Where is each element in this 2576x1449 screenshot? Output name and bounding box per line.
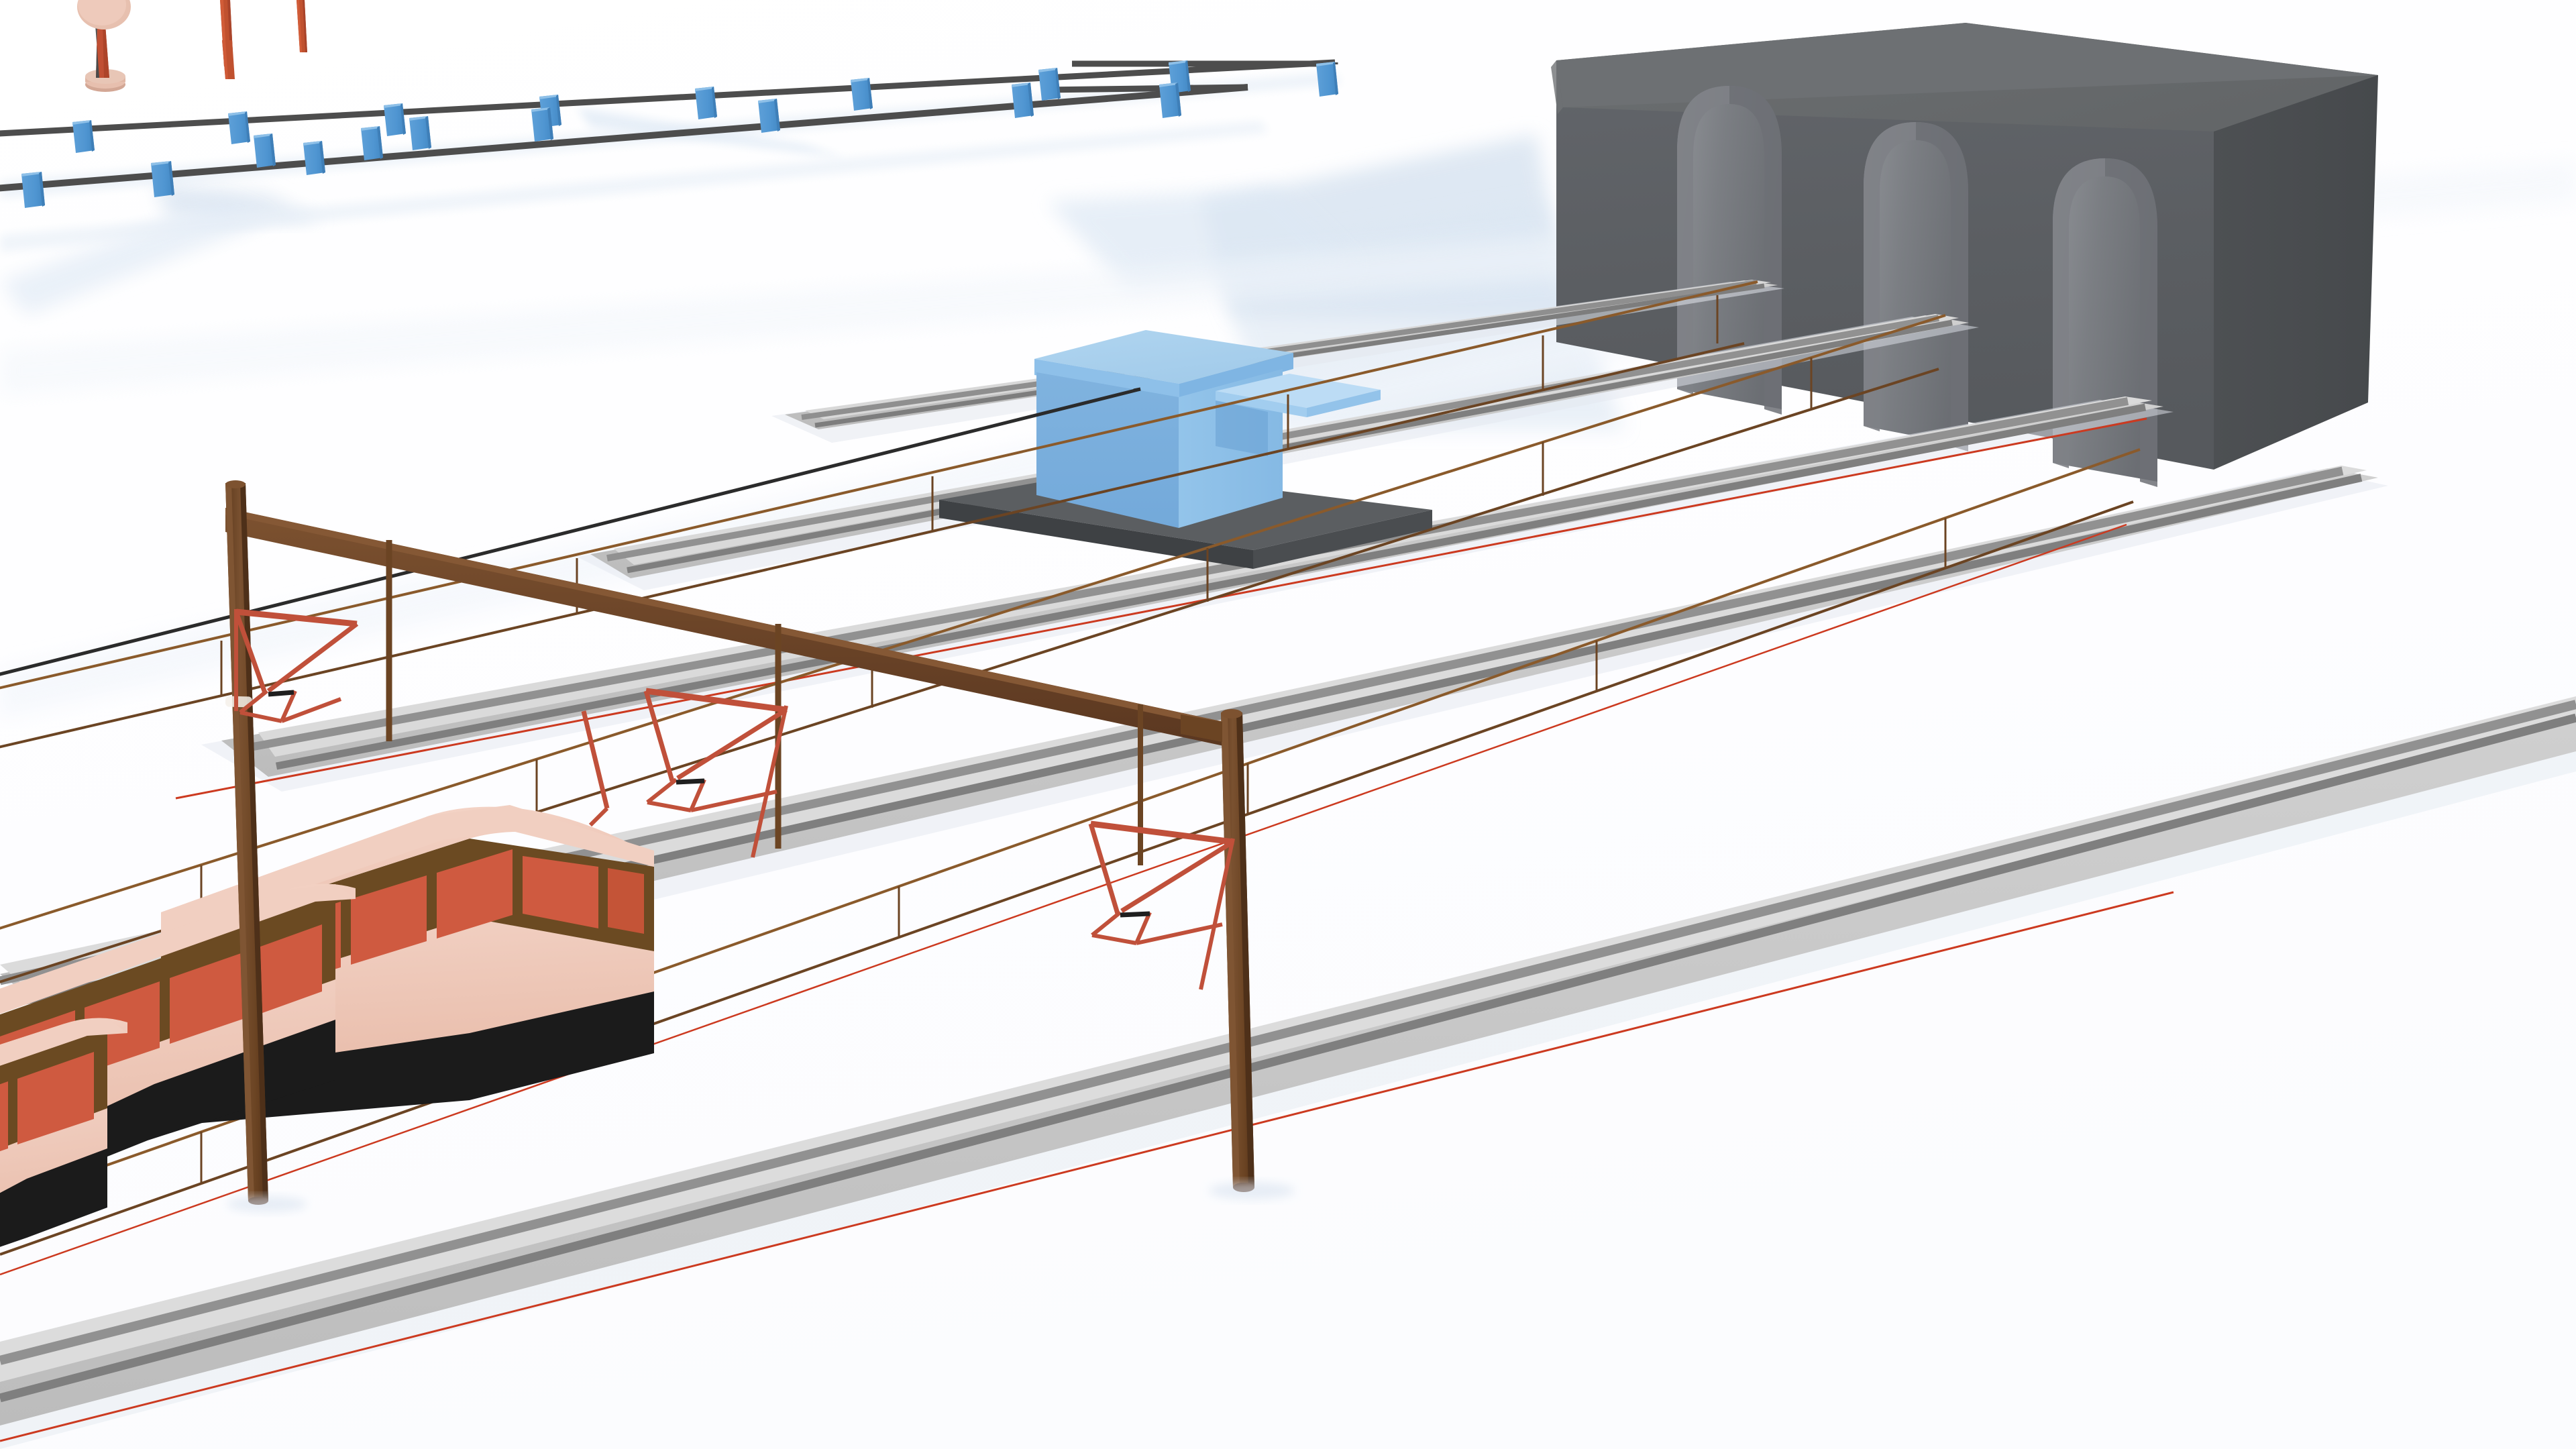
tunnel-portal-building[interactable] xyxy=(1551,23,2378,487)
tunnel-arch xyxy=(1677,86,1782,415)
canopy-underside-shadow xyxy=(1216,400,1268,456)
fence-post[interactable] xyxy=(151,161,174,197)
fence-post[interactable] xyxy=(1159,83,1181,118)
tunnel-corner-bevel xyxy=(1551,60,1563,114)
building-canopy-front xyxy=(1216,391,1307,417)
train-window xyxy=(255,924,322,1016)
train-label: Electric multiple unit train xyxy=(13,99,133,110)
train-roof-top xyxy=(161,805,654,938)
train-window xyxy=(351,875,427,965)
fence-post[interactable] xyxy=(361,126,383,160)
catenary-portal-gantry[interactable] xyxy=(225,480,1254,1205)
mast-insulator xyxy=(225,696,253,708)
train-window xyxy=(170,952,245,1044)
building-roof-edge-side xyxy=(1179,353,1293,400)
building-canopy-side xyxy=(1307,390,1381,417)
fence-rail-back-top xyxy=(0,59,1336,137)
fence-post[interactable] xyxy=(254,133,276,168)
contact-wire-1 xyxy=(0,280,1758,690)
fence-post[interactable] xyxy=(409,116,431,150)
registration-arm-assembly xyxy=(643,688,788,858)
track xyxy=(175,396,2174,800)
platform-side xyxy=(1253,510,1432,569)
train-skirt xyxy=(0,1139,107,1247)
train-window xyxy=(17,1052,94,1144)
mast-shade xyxy=(1236,712,1254,1187)
marker-post-tall[interactable] xyxy=(220,0,235,79)
signal-box-building[interactable] xyxy=(939,330,1432,569)
track xyxy=(0,696,2576,1449)
fence-post[interactable] xyxy=(695,87,717,119)
signal-pole-shade xyxy=(103,25,109,78)
fence-post[interactable] xyxy=(1316,62,1338,97)
mast-highlight xyxy=(225,483,254,1201)
fence-post[interactable] xyxy=(758,99,780,133)
building-roof-edge-front xyxy=(1034,359,1179,400)
mast-shadows xyxy=(227,1182,1295,1212)
disc-signal-post[interactable] xyxy=(77,0,131,92)
fence-post[interactable] xyxy=(384,103,406,136)
fence-label: Boundary fence xyxy=(13,152,89,164)
fence-post-group-front xyxy=(21,83,1181,208)
pantograph-lead xyxy=(581,710,610,827)
fence-post[interactable] xyxy=(228,111,250,144)
fence-post[interactable] xyxy=(303,141,325,175)
tunnel-right-side xyxy=(2214,75,2378,470)
gantry-cross-beam-top xyxy=(225,508,1242,733)
tunnel-arch xyxy=(1864,122,1968,451)
train-car[interactable] xyxy=(0,1018,127,1275)
marker-post-short[interactable] xyxy=(297,0,307,52)
building-roof-top xyxy=(1034,330,1293,384)
train-roof-top xyxy=(0,884,356,1014)
signal-box-label: Signal box / station hut xyxy=(13,72,122,83)
fence-post[interactable] xyxy=(1038,68,1061,101)
registration-arm-assembly xyxy=(1088,820,1235,990)
building-front-wall xyxy=(1036,372,1179,528)
fence-post[interactable] xyxy=(531,107,553,142)
mast-shade xyxy=(240,483,268,1201)
catenary-wire-3 xyxy=(0,500,2134,1256)
tunnel-label: Tunnel portal building xyxy=(13,45,115,56)
mast-highlight xyxy=(1221,712,1240,1187)
train-window xyxy=(437,849,513,938)
signal-disc-face xyxy=(78,0,126,25)
fence-post[interactable] xyxy=(851,78,873,111)
tracks-label: Railway tracks xyxy=(13,233,83,244)
tunnel-roof-top xyxy=(1556,23,2378,107)
messenger-wire-dark xyxy=(0,387,1141,676)
gantry-haunch xyxy=(1181,714,1222,742)
scene-title: Isometric 3D Railway Station Scene xyxy=(13,18,184,30)
train-roof-top xyxy=(0,1018,127,1066)
marker-posts-label: Red marker posts xyxy=(13,206,98,217)
train-window xyxy=(608,868,644,934)
fence-post[interactable] xyxy=(72,120,95,153)
building-canopy-top xyxy=(1216,374,1381,408)
tunnel-arch xyxy=(2053,158,2157,487)
signal-post-label: Disc signal post xyxy=(13,179,89,191)
train-window xyxy=(0,1081,8,1152)
marker-post-group[interactable] xyxy=(220,0,307,79)
contact-wire-2 xyxy=(0,314,1946,930)
messenger-wire-dark-cap xyxy=(1133,387,1141,392)
fence-post[interactable] xyxy=(21,172,45,208)
fence-rail-return-2 xyxy=(1042,84,1248,93)
boundary-fence[interactable] xyxy=(0,59,1338,208)
catenary-label: Overhead line equipment xyxy=(13,125,133,137)
fence-post[interactable] xyxy=(1012,83,1034,118)
train-window xyxy=(523,856,598,928)
platform-front xyxy=(939,500,1253,569)
fence-shadow-b xyxy=(0,121,1268,252)
registration-arm-assembly xyxy=(233,608,359,723)
fence-rail-back-bottom xyxy=(0,84,1248,192)
signal-pole-edge xyxy=(95,25,99,78)
